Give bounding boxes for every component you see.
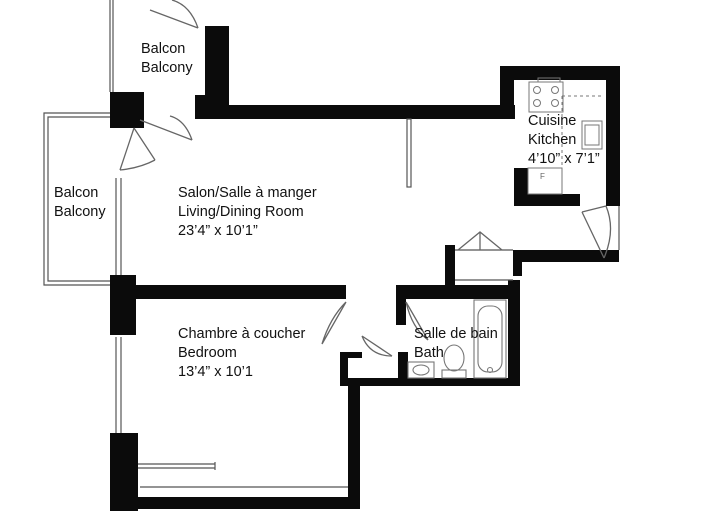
kitchen-fixtures xyxy=(527,77,604,195)
bedroom-label: Chambre à coucher Bedroom 13’4” x 10’1 xyxy=(178,325,305,382)
living-room-en: Living/Dining Room xyxy=(178,204,304,220)
kitchen-en: Kitchen xyxy=(528,132,577,148)
bedroom-en: Bedroom xyxy=(178,345,237,361)
bath-en: Bath xyxy=(414,345,444,361)
living-room-label: Salon/Salle à manger Living/Dining Room … xyxy=(178,184,317,241)
balcony-top-en: Balcony xyxy=(141,60,193,76)
balcony-left-fr: Balcon xyxy=(54,185,99,201)
kitchen-size: 4’10” x 7’1” xyxy=(528,151,600,167)
balcony-top-fr: Balcon xyxy=(141,41,186,57)
living-room-size: 23’4” x 10’1” xyxy=(178,223,258,239)
bedroom-fr: Chambre à coucher xyxy=(178,326,306,342)
outer-walls xyxy=(110,26,620,511)
door-swings xyxy=(119,0,612,357)
fridge-mark: F xyxy=(540,172,545,181)
bedroom-size: 13’4” x 10’1 xyxy=(178,364,253,380)
bath-fr: Salle de bain xyxy=(414,326,498,342)
balcony-top-label: Balcon Balcony xyxy=(141,40,193,78)
kitchen-label: Cuisine Kitchen 4’10” x 7’1” xyxy=(528,112,600,169)
bath-label: Salle de bain Bath xyxy=(414,325,498,363)
balcony-left-en: Balcony xyxy=(54,204,106,220)
living-room-fr: Salon/Salle à manger xyxy=(178,185,317,201)
kitchen-fr: Cuisine xyxy=(528,113,577,129)
balcony-left-label: Balcon Balcony xyxy=(54,184,106,222)
thin-walls-windows xyxy=(43,0,620,488)
bath-fixtures xyxy=(407,299,507,379)
